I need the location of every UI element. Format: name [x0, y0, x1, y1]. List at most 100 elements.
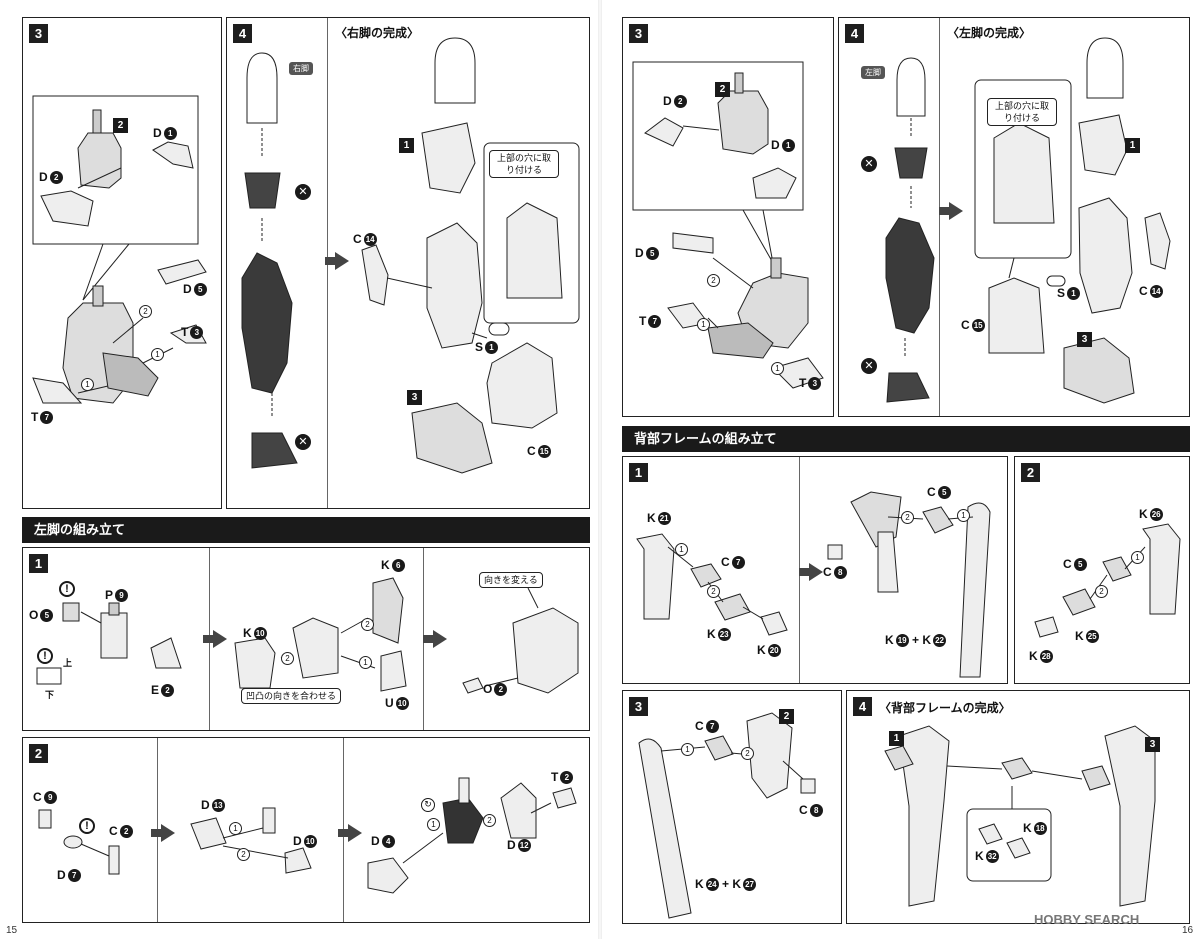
step-number: 1: [629, 463, 648, 482]
caution-icon: !: [37, 648, 53, 664]
cross-mark-icon: ✕: [295, 434, 311, 450]
left-leg-step2-illustration: [38, 777, 577, 894]
flow-arrow-icon: [151, 824, 175, 842]
label-up: 上: [63, 658, 73, 668]
right-step4-illustration: [885, 37, 1171, 404]
caution-icon: !: [79, 818, 95, 834]
order-marker: 2: [741, 747, 754, 760]
label-down: 下: [45, 690, 55, 700]
right-step3-illustration: [632, 61, 824, 389]
order-marker: 1: [697, 318, 710, 331]
order-marker: 1: [681, 743, 694, 756]
part-group-3: 3: [1077, 332, 1092, 347]
section-left-leg-assembly: 左脚の組み立て: [22, 517, 590, 543]
side-tag: 左脚: [861, 66, 885, 79]
step-number: 2: [29, 744, 48, 763]
part-group-2: 2: [779, 709, 794, 724]
order-marker: 1: [957, 509, 970, 522]
order-marker: 1: [151, 348, 164, 361]
flow-arrow-icon: [325, 252, 349, 270]
order-marker: 2: [707, 585, 720, 598]
cross-mark-icon: ✕: [861, 156, 877, 172]
order-marker: 1: [359, 656, 372, 669]
complete-title: 〈背部フレームの完成〉: [879, 701, 1011, 715]
part-group-3: 3: [1145, 737, 1160, 752]
order-marker: 1: [675, 543, 688, 556]
order-marker: 1: [1131, 551, 1144, 564]
order-marker: 2: [361, 618, 374, 631]
flow-arrow-icon: [338, 824, 362, 842]
right-step4-panel: 4 左脚 ✕ ✕ 〈左脚の完成〉 上部の穴に取り付ける 1 3: [838, 17, 1190, 417]
page-gutter: [596, 0, 604, 939]
callout-attach: 上部の穴に取り付ける: [987, 98, 1057, 126]
order-marker: 2: [281, 652, 294, 665]
part-group-1: 1: [889, 731, 904, 746]
step-number: 4: [853, 697, 872, 716]
part-group-1: 1: [1125, 138, 1140, 153]
panel-divider: [939, 18, 940, 416]
step-number: 3: [629, 24, 648, 43]
watermark: HOBBY SEARCH: [1034, 912, 1140, 927]
flow-arrow-icon: [423, 630, 447, 648]
flow-arrow-icon: [203, 630, 227, 648]
left-step4-panel: 4 右脚 ✕ ✕ 〈右脚の完成〉 上部の穴に取り付ける: [226, 17, 590, 509]
order-marker: 2: [237, 848, 250, 861]
order-marker: 1: [771, 362, 784, 375]
step-number: 3: [29, 24, 48, 43]
order-marker: 2: [707, 274, 720, 287]
cross-mark-icon: ✕: [295, 184, 311, 200]
order-marker: 2: [139, 305, 152, 318]
left-step4-illustration: [241, 37, 580, 474]
callout-turn: 向きを変える: [479, 572, 543, 588]
order-marker: 1: [81, 378, 94, 391]
order-marker: 1: [427, 818, 440, 831]
order-marker: 2: [483, 814, 496, 827]
order-marker: 2: [1095, 585, 1108, 598]
left-step3-illustration: [32, 95, 207, 404]
section-back-frame-assembly: 背部フレームの組み立て: [622, 426, 1190, 452]
